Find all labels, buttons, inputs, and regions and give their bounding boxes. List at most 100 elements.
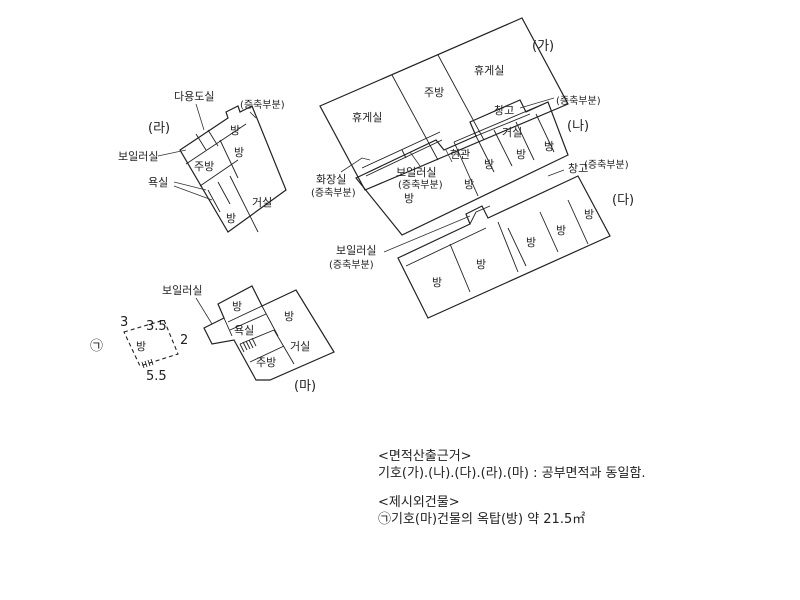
building-na-divider — [454, 142, 478, 196]
building-da-note: (증축부분) — [584, 159, 629, 171]
building-na-room-label: 방 — [484, 158, 494, 171]
building-da-note: (증축부분) — [329, 259, 374, 271]
building-na-divider — [476, 114, 530, 136]
building-ma-divider — [230, 314, 266, 330]
building-da-divider — [476, 206, 490, 212]
leader-line — [520, 98, 554, 108]
building-na-note: (증축부분) — [311, 187, 356, 199]
building-da-divider — [508, 228, 526, 266]
building-da-room-label: 창고 — [568, 162, 588, 175]
building-ga-room-label: 휴게실 — [474, 64, 504, 77]
building-na-divider — [494, 130, 512, 166]
leader-line — [196, 298, 212, 324]
building-na-divider — [476, 136, 494, 172]
building-ma-outline — [204, 286, 334, 380]
rooftop-room-label: 방 — [136, 340, 146, 353]
building-ma-room-label: 보일러실 — [162, 283, 202, 297]
rooftop-dimension: 3.5 — [146, 319, 167, 334]
building-da-room-label: 방 — [556, 224, 566, 237]
building-ra-room-label: 보일러실 — [118, 149, 158, 163]
building-na-divider — [516, 122, 534, 160]
building-ra-divider — [220, 140, 238, 178]
building-da-room-label: 방 — [526, 236, 536, 249]
building-ma-divider — [250, 346, 284, 362]
building-da: 창고 방 방 방 방 방 보일러실 (증축부분) (증축부분) (다) — [329, 159, 634, 318]
building-da-room-label: 보일러실 — [336, 243, 376, 257]
building-ma-tag: (마) — [294, 379, 316, 394]
rooftop-dimension: 3 — [120, 315, 128, 330]
excluded-building-heading: <제시외건물> — [378, 495, 460, 510]
building-na-room-label: 방 — [544, 140, 554, 153]
building-ma-room-label: 주방 — [256, 356, 276, 369]
notes-block: <면적산출근거> 기호(가).(나).(다).(라).(마) : 공부면적과 동… — [378, 448, 646, 528]
building-ra-room-label: 주방 — [194, 160, 214, 173]
building-ma-room-label: 방 — [284, 310, 294, 323]
building-na-outline — [356, 100, 568, 235]
leader-line — [548, 170, 564, 176]
building-ga-divider — [438, 55, 484, 140]
building-da-room-label: 방 — [584, 208, 594, 221]
rooftop-room: 방 ㉠ 3 3.5 2 5.5 — [90, 315, 188, 384]
building-ra-room-label: 다용도실 — [174, 90, 214, 103]
building-ma-divider — [262, 306, 278, 336]
building-ra-room-label: 욕실 — [148, 176, 168, 189]
building-ma-room-label: 거실 — [290, 340, 310, 353]
building-da-divider — [470, 212, 476, 224]
building-ga-outline — [320, 18, 568, 190]
building-da-divider — [568, 200, 588, 244]
building-ma-room-label: 방 — [232, 300, 242, 313]
building-da-divider — [406, 228, 486, 266]
building-na-divider — [402, 150, 406, 158]
rooftop-dimension: 5.5 — [146, 369, 167, 384]
stair-hatch — [142, 359, 153, 368]
building-ga: 휴게실 주방 휴게실 (가) — [320, 18, 568, 190]
building-da-room-label: 방 — [476, 258, 486, 271]
building-da-divider — [540, 212, 558, 252]
building-da-divider — [450, 244, 470, 292]
building-ra-divider — [186, 124, 246, 164]
building-ga-tag: (가) — [532, 39, 554, 54]
building-ra: 다용도실 방 보일러실 주방 방 욕실 방 거실 (증축부분) (라) — [118, 90, 286, 232]
building-na-room-label: 화장실 — [316, 173, 346, 186]
building-ma-divider — [228, 306, 262, 322]
building-na-divider — [366, 140, 442, 176]
building-na-room-label: 현관 — [450, 148, 470, 161]
building-ma-divider — [274, 330, 294, 364]
building-na-divider — [536, 114, 554, 152]
building-ga-room-label: 휴게실 — [352, 111, 382, 124]
leader-line — [174, 186, 212, 200]
leader-line — [410, 152, 420, 166]
building-na-divider — [362, 132, 440, 168]
building-ma-room-label: 욕실 — [234, 324, 254, 337]
building-ra-outline — [180, 106, 286, 232]
leader-line — [446, 150, 452, 162]
building-da-outline — [398, 176, 610, 318]
building-na-tag: (나) — [567, 119, 589, 134]
area-basis-heading: <면적산출근거> — [378, 449, 472, 464]
building-ra-divider — [218, 182, 230, 204]
building-ra-note: (증축부분) — [240, 99, 285, 111]
building-ra-divider — [208, 190, 220, 212]
building-na-room-label: 보일러실 — [396, 165, 436, 179]
building-da-divider — [498, 222, 518, 272]
stair-hatch — [240, 338, 256, 352]
building-ma: 보일러실 방 욕실 방 거실 주방 (마) — [162, 283, 334, 394]
building-ra-room-label: 거실 — [252, 196, 272, 209]
excluded-building-text: ㉠기호(마)건물의 옥탑(방) 약 21.5㎡ — [378, 512, 586, 527]
leader-line — [384, 216, 470, 252]
building-na-room-label: 창고 — [494, 104, 514, 117]
leader-line — [250, 112, 256, 118]
leader-line — [196, 104, 204, 130]
building-ma-divider — [240, 330, 274, 344]
building-na-note: (증축부분) — [398, 179, 443, 191]
building-na-room-label: 방 — [464, 178, 474, 191]
area-basis-text: 기호(가).(나).(다).(라).(마) : 공부면적과 동일함. — [378, 466, 646, 481]
leader-line — [158, 150, 186, 156]
rooftop-dimension: 2 — [180, 333, 188, 348]
rooftop-room-outline — [124, 320, 178, 366]
building-ga-room-label: 주방 — [424, 86, 444, 99]
building-da-tag: (다) — [612, 193, 634, 208]
leader-line — [341, 158, 370, 172]
building-ma-divider — [224, 318, 232, 336]
